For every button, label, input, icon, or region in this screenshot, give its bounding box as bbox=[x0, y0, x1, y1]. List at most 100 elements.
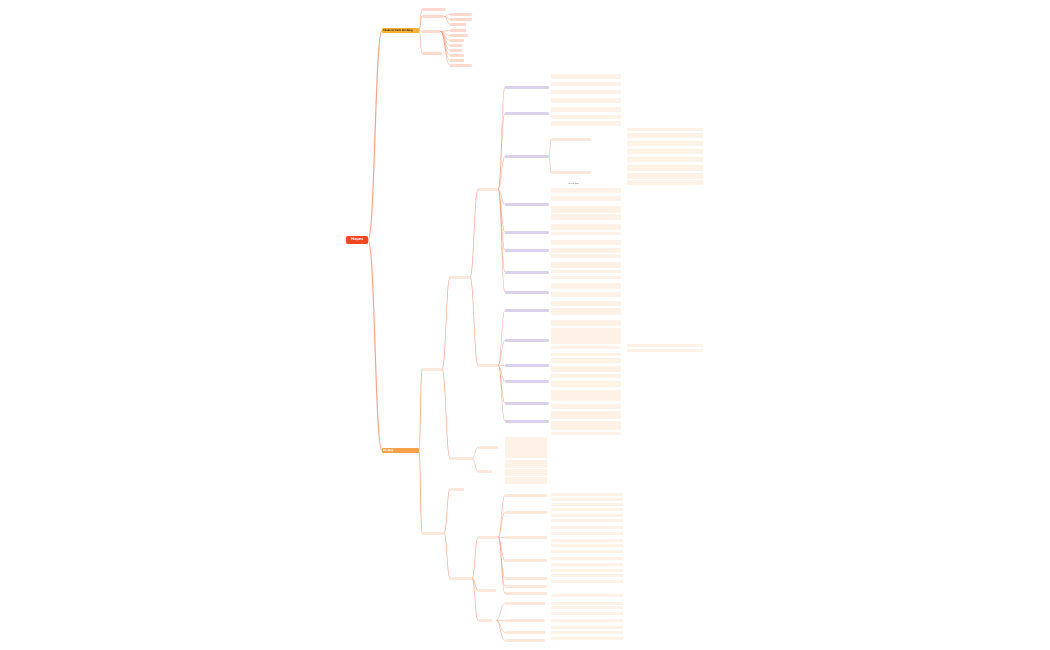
note-text[interactable] bbox=[551, 514, 623, 517]
subtopic-node[interactable] bbox=[450, 44, 462, 47]
note-text[interactable] bbox=[551, 320, 621, 326]
note-text[interactable] bbox=[551, 308, 621, 315]
item-node[interactable] bbox=[505, 86, 549, 89]
note-text[interactable] bbox=[551, 498, 623, 501]
item-node[interactable] bbox=[505, 559, 547, 562]
note-text[interactable] bbox=[551, 270, 621, 273]
note-text[interactable] bbox=[551, 631, 623, 634]
note-text[interactable] bbox=[551, 206, 621, 213]
item-node[interactable] bbox=[505, 494, 547, 497]
note-text[interactable] bbox=[627, 128, 703, 131]
note-text[interactable] bbox=[551, 262, 621, 268]
note-text[interactable] bbox=[551, 503, 623, 506]
note-text[interactable] bbox=[551, 82, 621, 86]
subtopic-node[interactable] bbox=[450, 13, 472, 16]
note-text[interactable] bbox=[551, 602, 623, 605]
note-text[interactable] bbox=[551, 121, 621, 126]
item-node[interactable] bbox=[505, 249, 549, 252]
item-node[interactable] bbox=[505, 271, 549, 274]
note-text[interactable] bbox=[551, 224, 621, 230]
note-text[interactable] bbox=[551, 283, 621, 289]
note-text[interactable] bbox=[551, 346, 621, 349]
topic-node[interactable] bbox=[422, 15, 444, 18]
item-node[interactable] bbox=[505, 639, 545, 642]
note-text[interactable] bbox=[551, 74, 621, 79]
note-text[interactable] bbox=[551, 421, 621, 430]
subtopic-node[interactable] bbox=[450, 59, 464, 62]
note-text[interactable] bbox=[551, 404, 621, 409]
note-text[interactable] bbox=[551, 637, 623, 640]
note-text[interactable] bbox=[551, 366, 621, 372]
group-node[interactable] bbox=[478, 589, 496, 592]
topic-node[interactable] bbox=[422, 30, 440, 33]
group-node[interactable] bbox=[478, 619, 492, 622]
note-text[interactable] bbox=[551, 493, 623, 496]
note-text[interactable] bbox=[505, 477, 547, 484]
item-node[interactable] bbox=[505, 402, 549, 405]
note-text[interactable] bbox=[551, 411, 621, 419]
subtopic-node[interactable] bbox=[450, 49, 462, 52]
group-node[interactable] bbox=[478, 470, 492, 473]
note-text[interactable] bbox=[505, 469, 547, 476]
item-node[interactable] bbox=[505, 536, 547, 539]
subsection-node[interactable] bbox=[450, 488, 464, 491]
subtopic-node[interactable] bbox=[450, 29, 466, 32]
group-node[interactable] bbox=[478, 446, 498, 449]
section-node[interactable] bbox=[422, 368, 442, 371]
note-text[interactable] bbox=[551, 254, 621, 258]
item-node[interactable] bbox=[505, 339, 549, 342]
note-text[interactable] bbox=[551, 394, 621, 401]
item-node[interactable] bbox=[505, 602, 545, 605]
note-text[interactable] bbox=[551, 196, 621, 201]
root-node[interactable]: Mapex bbox=[346, 236, 368, 244]
section-node[interactable] bbox=[422, 532, 444, 535]
note-text[interactable] bbox=[551, 612, 623, 615]
detail-node[interactable] bbox=[551, 171, 591, 174]
subtopic-node[interactable] bbox=[450, 23, 466, 26]
note-text[interactable] bbox=[551, 526, 623, 529]
note-text[interactable] bbox=[551, 353, 621, 356]
subsection-node[interactable] bbox=[450, 457, 472, 460]
item-node[interactable] bbox=[505, 592, 547, 595]
note-text[interactable] bbox=[627, 180, 703, 185]
note-text[interactable] bbox=[551, 240, 621, 245]
group-node[interactable] bbox=[478, 188, 498, 191]
note-text[interactable] bbox=[551, 90, 621, 94]
note-text[interactable] bbox=[551, 532, 623, 535]
note-text[interactable] bbox=[627, 133, 703, 138]
note-text[interactable] bbox=[551, 374, 621, 378]
subsection-node[interactable] bbox=[450, 276, 470, 279]
note-text[interactable] bbox=[551, 606, 623, 609]
note-text[interactable] bbox=[627, 349, 703, 352]
note-text[interactable] bbox=[551, 188, 621, 193]
item-node[interactable] bbox=[505, 291, 549, 294]
subtopic-node[interactable] bbox=[450, 64, 472, 67]
item-node[interactable] bbox=[505, 619, 545, 622]
note-text[interactable] bbox=[551, 539, 623, 542]
note-text[interactable] bbox=[551, 301, 621, 306]
note-text[interactable] bbox=[627, 157, 703, 162]
note-text[interactable] bbox=[551, 328, 621, 344]
note-text[interactable] bbox=[551, 574, 623, 577]
note-text[interactable] bbox=[551, 381, 621, 387]
note-text[interactable] bbox=[551, 390, 621, 394]
note-text[interactable] bbox=[627, 173, 703, 179]
note-text[interactable] bbox=[551, 292, 621, 297]
subtopic-node[interactable] bbox=[450, 54, 464, 57]
item-node[interactable] bbox=[505, 155, 549, 158]
subtopic-node[interactable] bbox=[450, 34, 468, 37]
item-node[interactable] bbox=[505, 112, 549, 115]
note-text[interactable] bbox=[627, 141, 703, 146]
item-node[interactable] bbox=[505, 380, 549, 383]
note-text[interactable] bbox=[551, 276, 621, 279]
note-text[interactable] bbox=[551, 569, 623, 572]
subsection-node[interactable] bbox=[450, 577, 472, 580]
item-node[interactable] bbox=[505, 631, 545, 634]
note-text[interactable] bbox=[627, 165, 703, 171]
note-text[interactable] bbox=[551, 580, 623, 583]
note-text[interactable] bbox=[551, 508, 623, 511]
item-node[interactable] bbox=[505, 420, 549, 423]
note-text[interactable] bbox=[505, 460, 547, 468]
subtopic-node[interactable] bbox=[450, 39, 464, 42]
note-text[interactable] bbox=[627, 149, 703, 154]
